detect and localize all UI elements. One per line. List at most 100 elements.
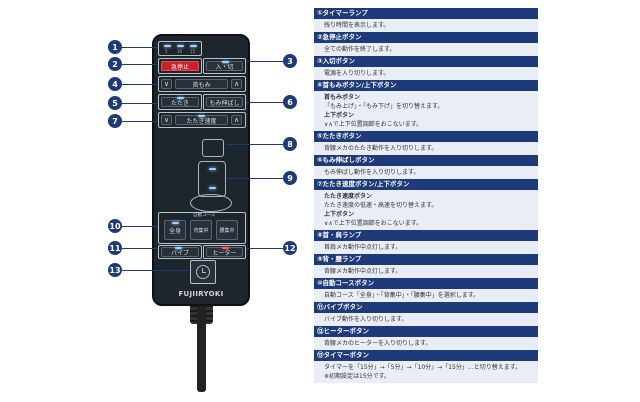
stretch-box: もみ伸ばし <box>203 94 246 110</box>
callout-2: 2 <box>108 57 122 71</box>
section-10: ⑩自動コースボタン 自動コース「全身」・「背集中」・「腰集中」を選択します。 <box>314 278 538 302</box>
cord <box>197 304 206 392</box>
neck-up-button[interactable]: ∧ <box>231 79 242 89</box>
callout-3: 3 <box>283 54 297 68</box>
section-title: ⑨背・腰ランプ <box>314 254 538 265</box>
sub-text: 「もみ上げ」・「もみ下げ」を切り替えます。 <box>324 103 444 110</box>
section-text: もみ伸ばし動作を入り切りします。 <box>314 166 538 179</box>
speed-up-button[interactable]: ∧ <box>231 115 242 125</box>
heater-led <box>222 247 229 249</box>
vibe-box: バイブ <box>158 245 202 259</box>
tapping-led <box>177 97 184 99</box>
sub-label: 首もみボタン <box>324 94 361 101</box>
section-title: ⑤たたきボタン <box>314 131 538 142</box>
back-led-top <box>209 168 216 170</box>
back-led-bottom <box>209 187 216 189</box>
callout-line-12 <box>246 248 283 249</box>
section-text: 自動コース「全身」・「背集中」・「腰集中」を選択します。 <box>314 289 538 302</box>
section-body: たたき速度ボタン たたき速度の低速・高速を切り替えます。 上下ボタン ∨∧で上下… <box>314 190 538 230</box>
section-note: ※初期設定は15分です。 <box>324 373 391 380</box>
section-title: ④首もみボタン/上下ボタン <box>314 80 538 91</box>
auto-course-box: 自動コース 全身 背集中 腰集中 <box>158 212 246 244</box>
timer-led-15 <box>190 45 197 47</box>
section-text: 背腰メカのヒーターを入り切りします。 <box>314 337 538 350</box>
neck-massage-box: ∨ 首もみ ∧ <box>158 76 246 92</box>
callout-line-8 <box>226 144 283 145</box>
callout-line-11 <box>122 248 158 249</box>
section-6: ⑥もみ伸ばしボタン もみ伸ばし動作を入り切りします。 <box>314 155 538 179</box>
callout-line-10 <box>122 226 158 227</box>
auto-course-label: 自動コース <box>193 213 216 218</box>
tapping-box: たたき <box>158 94 202 110</box>
auto-full-led <box>172 222 179 224</box>
power-box: 入・切 <box>203 58 246 74</box>
section-text: 背腰メカのたたき動作を入り切りします。 <box>314 142 538 155</box>
timer-label-15: 15 <box>190 49 196 54</box>
stop-box: 急停止 <box>158 58 202 74</box>
callout-4: 4 <box>108 77 122 91</box>
auto-back-button[interactable]: 背集中 <box>190 220 212 240</box>
section-1: ①タイマーランプ 残り時間を表示します。 <box>314 8 538 32</box>
auto-full-button[interactable]: 全身 <box>164 220 186 240</box>
timer-led-5 <box>164 45 171 47</box>
section-text: バイブ動作を入り切りします。 <box>314 313 538 326</box>
section-title: ⑧首・肩ランプ <box>314 230 538 241</box>
callout-line-7 <box>122 121 158 122</box>
section-body: タイマーを「15分」→「5分」→「10分」→「15分」…と切り替えます。 ※初期… <box>314 361 538 383</box>
speed-down-button[interactable]: ∨ <box>161 115 172 125</box>
section-title: ③入切ボタン <box>314 56 538 67</box>
back-waist-lamp <box>198 161 226 197</box>
callout-11: 11 <box>108 241 122 255</box>
callout-line-4 <box>122 84 158 85</box>
section-12: ⑫ヒーターボタン 背腰メカのヒーターを入り切りします。 <box>314 326 538 350</box>
callout-line-2 <box>122 64 158 65</box>
section-title: ②急停止ボタン <box>314 32 538 43</box>
brand-logo: FUJIIRYOKI <box>178 290 224 298</box>
section-title: ⑦たたき速度ボタン/上下ボタン <box>314 179 538 190</box>
speed-led <box>198 115 205 117</box>
section-title: ⑪バイブボタン <box>314 302 538 313</box>
power-led <box>222 61 229 63</box>
auto-waist-button[interactable]: 腰集中 <box>216 220 238 240</box>
clock-icon <box>196 265 210 279</box>
callout-line-13 <box>122 270 188 271</box>
section-text: 背腰メカ動作中点灯します。 <box>314 265 538 278</box>
callout-1: 1 <box>108 40 122 54</box>
callout-9: 9 <box>283 171 297 185</box>
section-text: 電源を入り切りします。 <box>314 67 538 80</box>
sub-text: たたき速度の低速・高速を切り替えます。 <box>324 202 438 209</box>
section-2: ②急停止ボタン 全ての動作を終了します。 <box>314 32 538 56</box>
callout-7: 7 <box>108 114 122 128</box>
section-13: ⑬タイマーボタン タイマーを「15分」→「5分」→「10分」→「15分」…と切り… <box>314 350 538 383</box>
section-title: ⑥もみ伸ばしボタン <box>314 155 538 166</box>
vibe-led <box>175 247 182 249</box>
section-text: 全ての動作を終了します。 <box>314 43 538 56</box>
emergency-stop-button[interactable]: 急停止 <box>161 61 199 71</box>
remote-body: 5 10 15 急停止 入・切 ∨ 首もみ ∧ たたき もみ伸ばし ∨ たたき速 <box>152 34 250 306</box>
section-text: 首肩メカ動作中点灯します。 <box>314 241 538 254</box>
callout-line-1 <box>122 47 158 48</box>
section-text: 残り時間を表示します。 <box>314 19 538 32</box>
section-body: 首もみボタン 「もみ上げ」・「もみ下げ」を切り替えます。 上下ボタン ∨∧で上下… <box>314 91 538 131</box>
section-text: タイマーを「15分」→「5分」→「10分」→「15分」…と切り替えます。 <box>324 364 522 371</box>
section-11: ⑪バイブボタン バイブ動作を入り切りします。 <box>314 302 538 326</box>
callout-10: 10 <box>108 219 122 233</box>
sub-label: たたき速度ボタン <box>324 193 373 200</box>
callout-6: 6 <box>283 95 297 109</box>
section-title: ①タイマーランプ <box>314 8 538 19</box>
timer-button[interactable] <box>190 260 216 284</box>
stretch-button[interactable]: もみ伸ばし <box>206 97 243 107</box>
section-9: ⑨背・腰ランプ 背腰メカ動作中点灯します。 <box>314 254 538 278</box>
sub-text: ∨∧で上下位置調節をおこないます。 <box>324 220 423 227</box>
neck-massage-button[interactable]: 首もみ <box>175 79 228 89</box>
callout-line-3 <box>246 61 283 62</box>
remote-illustration: 5 10 15 急停止 入・切 ∨ 首もみ ∧ たたき もみ伸ばし ∨ たたき速 <box>0 0 300 402</box>
timer-led-10 <box>177 45 184 47</box>
callout-13: 13 <box>108 263 122 277</box>
sub-label: 上下ボタン <box>324 211 355 218</box>
section-4: ④首もみボタン/上下ボタン 首もみボタン 「もみ上げ」・「もみ下げ」を切り替えま… <box>314 80 538 131</box>
timer-label-10: 10 <box>177 49 183 54</box>
section-title: ⑬タイマーボタン <box>314 350 538 361</box>
neck-down-button[interactable]: ∨ <box>161 79 172 89</box>
callout-12: 12 <box>283 241 297 255</box>
